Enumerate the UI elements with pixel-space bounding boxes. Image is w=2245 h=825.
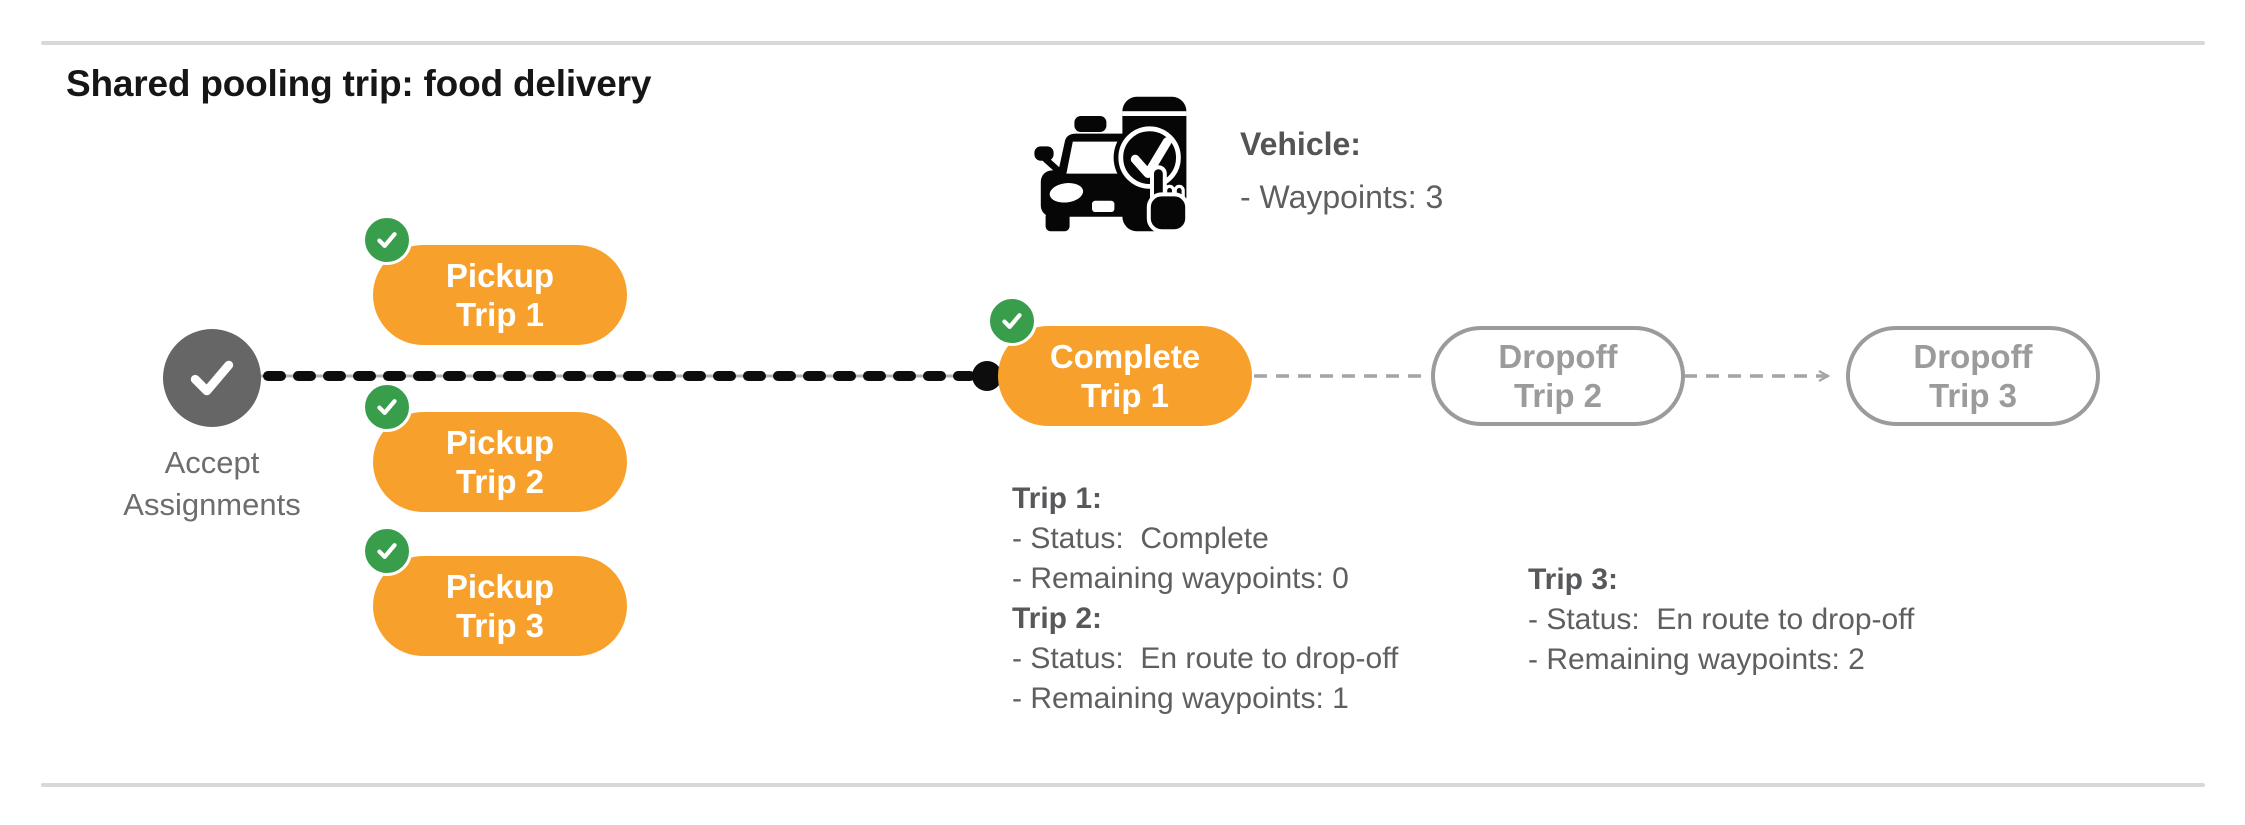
trip-3-heading: Trip 3: [1528,563,1619,596]
green-check-badge [362,382,412,432]
node-label-line-2: Trip 2 [455,463,545,500]
check-icon [377,543,397,559]
trip-2-status: - Status: En route to drop-off [1012,642,1399,675]
node-label-line-2: Trip 2 [1513,377,1603,414]
green-check-badge [362,526,412,576]
trip-3-status: - Status: En route to drop-off [1528,603,1915,636]
trip-3-remaining: - Remaining waypoints: 2 [1528,643,1865,676]
pickup-trip-3-node: Pickup Trip 3 [362,526,627,656]
vehicle-phone-check-icon [1034,96,1190,234]
vehicle-heading: Vehicle: [1240,126,1361,162]
check-icon [377,232,397,248]
bottom-divider [41,783,2205,787]
node-label-line-1: Dropoff [1913,338,2033,375]
car-windshield [1066,141,1129,174]
car-body [1040,170,1144,217]
dropoff-trip-2-node: Dropoff Trip 2 [1431,326,1685,426]
dropoff-trip-3-node: Dropoff Trip 3 [1846,326,2100,426]
node-label-line-2: Trip 1 [1080,377,1170,414]
accept-assignments-label: Accept Assignments [62,442,362,526]
trip-2-heading: Trip 2: [1012,602,1103,635]
green-check-badge [362,215,412,265]
node-label-line-2: Trip 3 [1928,377,2018,414]
pickup-trip-1-node: Pickup Trip 1 [362,215,627,345]
car-roof-sign [1074,116,1107,132]
car-wheel [1045,212,1070,232]
green-check-badge [987,296,1037,346]
vehicle-waypoints: - Waypoints: 3 [1240,179,1444,215]
check-circle-plate [1113,121,1186,194]
trip-1-status: - Status: Complete [1012,522,1269,555]
pickup-trip-2-node: Pickup Trip 2 [362,382,627,512]
node-label-line-1: Dropoff [1498,338,1618,375]
trip-status-block-left: Trip 1: - Status: Complete - Remaining w… [1012,479,1398,719]
car-mirror [1034,146,1054,161]
accept-label-line-1: Accept [164,445,260,480]
trip-1-remaining: - Remaining waypoints: 0 [1012,562,1349,595]
vehicle-info-block: Vehicle: - Waypoints: 3 [1240,118,1443,224]
check-circle-ring [1118,126,1181,189]
node-label-line-1: Pickup [445,424,555,461]
top-divider [41,41,2205,45]
check-icon [1002,313,1022,329]
phone-top-seam [1122,111,1187,116]
accept-label-line-2: Assignments [123,487,301,522]
white-check-icon [190,360,234,396]
trip-2-remaining: - Remaining waypoints: 1 [1012,682,1349,715]
node-label-line-2: Trip 1 [455,296,545,333]
check-icon [377,399,397,415]
trip-1-heading: Trip 1: [1012,482,1103,515]
car-headlight [1049,183,1084,203]
accept-assignments-node [163,329,261,427]
node-label-line-2: Trip 3 [455,607,545,644]
node-label-line-1: Complete [1049,338,1201,375]
check-mark [1130,137,1172,179]
complete-trip-1-node: Complete Trip 1 [987,296,1252,426]
node-label-line-1: Pickup [445,568,555,605]
node-label-line-1: Pickup [445,257,555,294]
trip-status-block-right: Trip 3: - Status: En route to drop-off -… [1528,560,1914,680]
tapping-hand [1146,165,1190,234]
car-bumper-slot [1092,200,1115,212]
diagram-title: Shared pooling trip: food delivery [66,63,652,104]
